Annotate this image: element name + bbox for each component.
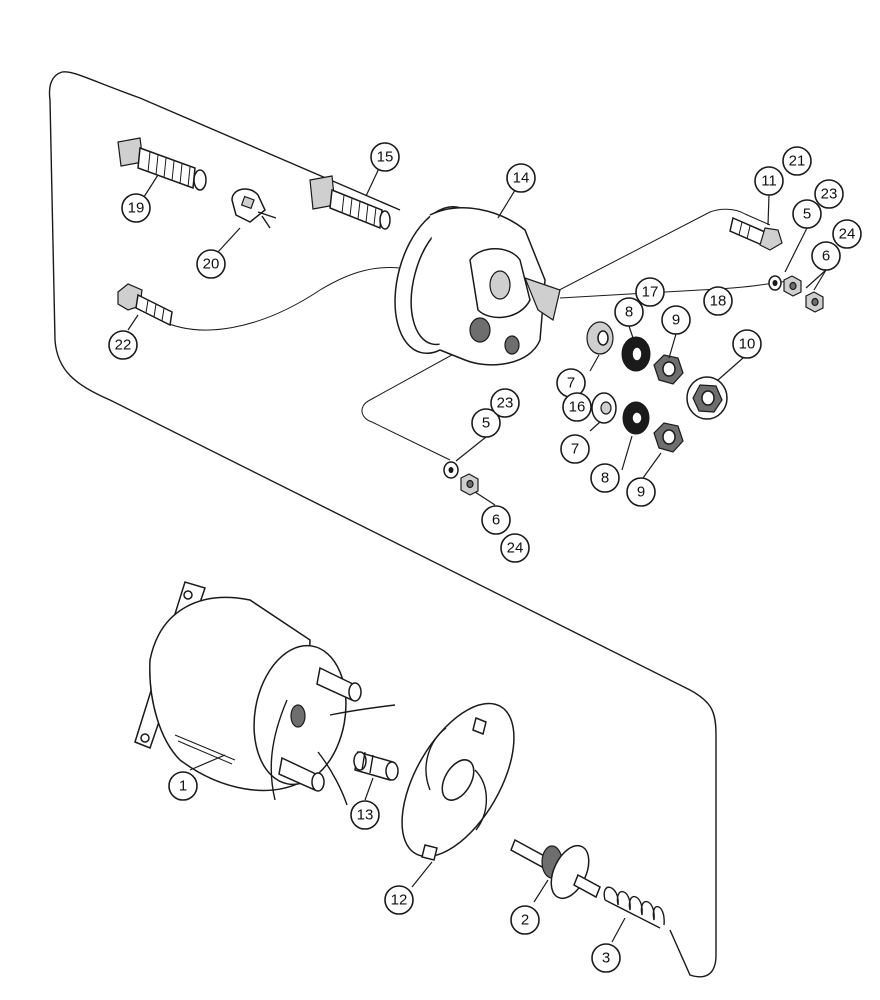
callout-22: 22 [108,330,138,360]
svg-text:16: 16 [569,399,586,416]
svg-text:24: 24 [839,226,856,243]
part-14-solenoid-cap [394,205,561,366]
svg-text:5: 5 [482,415,490,432]
callout-18: 18 [703,286,733,316]
svg-text:14: 14 [513,170,530,187]
part-8-lockwasher-lower [622,401,650,435]
svg-text:8: 8 [625,304,633,321]
svg-text:9: 9 [637,484,645,501]
svg-text:23: 23 [497,395,514,412]
callout-6-lower: 6 [481,505,511,535]
svg-text:23: 23 [821,186,838,203]
assembly-group-outline-top [61,71,401,211]
callout-5-lower: 5 [471,408,501,438]
routing-line-nuts-upper [559,279,796,299]
callout-20: 20 [196,249,226,279]
part-6-nut-upper-a [783,275,802,297]
part-5-washer-lower [443,461,459,479]
part-9-nut-lower [653,422,684,453]
part-8-lockwasher-upper [621,336,651,372]
svg-text:19: 19 [128,200,145,217]
part-10-flanged-nut [686,376,728,420]
callout-23-lower: 23 [490,388,520,418]
routing-line-upper [539,208,771,301]
part-5-washer-upper [768,275,782,291]
part-3-spring [603,886,665,929]
part-7-washer-upper [586,321,614,355]
callouts: 1 2 3 5 5 6 6 7 7 8 8 9 9 10 11 12 13 14… [108,142,862,973]
callout-9-upper: 9 [661,305,691,335]
part-9-nut-upper [653,354,684,385]
callout-23-upper: 23 [814,179,844,209]
svg-text:15: 15 [377,149,394,166]
svg-text:7: 7 [567,375,575,392]
svg-text:9: 9 [672,312,680,329]
callout-15: 15 [370,142,400,172]
callout-10: 10 [732,329,762,359]
svg-text:20: 20 [203,256,220,273]
callout-24-lower: 24 [500,533,530,563]
part-2-contact-stud [510,838,601,900]
svg-text:3: 3 [602,950,610,967]
routing-line-left [159,266,401,331]
callout-19: 19 [121,193,151,223]
assembly-group-outline [48,71,717,978]
svg-text:6: 6 [492,512,500,529]
svg-text:21: 21 [789,153,806,170]
callout-5-upper: 5 [792,199,822,229]
callout-2: 2 [510,905,540,935]
svg-text:6: 6 [822,248,830,265]
svg-text:8: 8 [601,470,609,487]
part-22-bolt [117,283,173,327]
callout-8-lower: 8 [590,463,620,493]
part-15-bolt [309,175,391,230]
svg-text:5: 5 [803,206,811,223]
svg-text:12: 12 [391,892,408,909]
leader-lines [127,161,827,943]
part-12-contact-disc [401,702,515,861]
part-19-bolt [117,137,207,191]
callout-12: 12 [384,885,414,915]
part-20-terminal-clip [231,188,277,229]
callout-1: 1 [168,771,198,801]
svg-text:24: 24 [507,540,524,557]
svg-text:1: 1 [179,778,187,795]
callout-3: 3 [591,943,621,973]
part-6-nut-lower [460,473,479,496]
svg-text:11: 11 [761,173,777,190]
svg-text:22: 22 [115,337,132,354]
routing-line-lower [361,344,471,461]
callout-16: 16 [562,392,592,422]
callout-11: 11 [754,166,784,196]
svg-text:2: 2 [521,912,529,929]
callout-6-upper: 6 [811,241,841,271]
svg-text:13: 13 [357,807,374,824]
callout-9-lower: 9 [626,477,656,507]
part-6-nut-upper-b [805,291,824,313]
part-1-solenoid-body [134,581,396,806]
svg-text:18: 18 [710,293,727,310]
callout-8-upper: 8 [614,297,644,327]
part-7-washer-lower [591,392,617,424]
svg-text:7: 7 [571,441,579,458]
callout-13: 13 [350,800,380,830]
callout-17: 17 [635,277,665,307]
svg-text:17: 17 [642,284,659,301]
svg-text:10: 10 [739,336,756,353]
callout-7-lower: 7 [560,434,590,464]
callout-21: 21 [782,146,812,176]
callout-14: 14 [506,163,536,193]
part-11-bolt [729,216,783,251]
part-13-plunger-sleeve [353,751,399,781]
callout-24-upper: 24 [832,219,862,249]
